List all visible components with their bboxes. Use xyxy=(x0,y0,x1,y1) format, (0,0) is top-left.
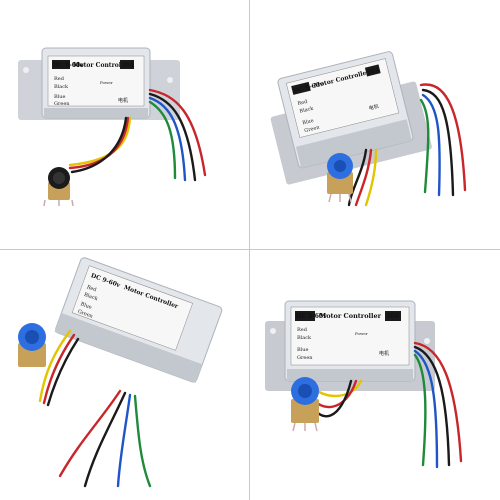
label-power: Power xyxy=(355,331,368,336)
wire-blue xyxy=(421,93,441,197)
wire-blue xyxy=(413,349,439,469)
label-current: 20A xyxy=(386,313,399,320)
grid-divider-horizontal xyxy=(0,249,500,250)
wire-bundle xyxy=(347,83,467,207)
controller-label: DC 9-60v Motor Controller Red Black Blue… xyxy=(71,265,193,351)
wire-green xyxy=(133,394,152,488)
controller-front-illustration: DC 9-60v Motor Controller 20A Red Black … xyxy=(18,47,207,207)
potentiometer-knob xyxy=(43,167,74,207)
label-red: Red xyxy=(54,76,65,82)
label-dc-range: DC 9-60v xyxy=(53,62,84,69)
potentiometer-knob xyxy=(291,377,319,432)
label-green: Green xyxy=(54,101,70,107)
label-black: Black xyxy=(299,105,315,114)
label-power: Power xyxy=(100,80,113,85)
label-motor: 电机 xyxy=(379,350,389,357)
controller-label: DC 9-60v Motor Controller 20A Red Black … xyxy=(47,55,145,107)
label-current: 20A xyxy=(121,62,134,69)
label-black: Black xyxy=(83,292,99,303)
wire-black xyxy=(413,345,451,467)
photo-front-blue-knob-view: DC 9-60v Motor Controller 20A Red Black … xyxy=(251,251,500,500)
potentiometer-knob xyxy=(18,323,46,367)
wire-red xyxy=(419,83,467,192)
wire-red xyxy=(58,389,122,478)
label-blue: Blue xyxy=(297,347,308,353)
photo-front-view: DC 9-60v Motor Controller 20A Red Black … xyxy=(0,0,249,249)
label-green: Green xyxy=(304,124,321,134)
wire-blue xyxy=(116,393,132,488)
label-red: Red xyxy=(297,99,309,107)
label-current: 20A xyxy=(366,66,381,76)
wire-green xyxy=(413,353,427,467)
wire-yellow xyxy=(364,148,378,207)
label-green: Green xyxy=(297,355,313,361)
wire-red xyxy=(148,88,207,177)
wire-green xyxy=(148,100,177,180)
controller-side-illustration: DC 9-60v Motor Controller Red Black Blue… xyxy=(18,257,223,488)
label-green: Green xyxy=(77,309,94,320)
label-red: Red xyxy=(86,284,98,293)
wire-blue xyxy=(148,96,187,182)
label-dc-range: DC 9-60v xyxy=(296,313,327,320)
label-black: Black xyxy=(297,335,312,341)
label-red: Red xyxy=(297,327,308,333)
label-blue: Blue xyxy=(80,301,93,311)
controller-angled-illustration: DC 9-60v Motor Controller 20A Red Black … xyxy=(270,51,467,207)
wire-green xyxy=(419,98,430,194)
label-blue: Blue xyxy=(54,94,65,100)
wire-black xyxy=(421,88,455,197)
label-motor: 电机 xyxy=(118,97,128,104)
label-motor: 电机 xyxy=(368,103,379,112)
controller-front-blue-illustration: DC 9-60v Motor Controller 20A Red Black … xyxy=(265,300,463,469)
potentiometer-knob xyxy=(327,153,353,203)
label-title: Motor Controller xyxy=(319,312,382,320)
wire-black xyxy=(83,391,127,488)
photo-side-view: DC 9-60v Motor Controller Red Black Blue… xyxy=(0,251,249,500)
label-blue: Blue xyxy=(302,118,315,127)
label-title: Motor Controller xyxy=(73,62,131,69)
wire-red xyxy=(413,341,463,463)
wire-yellow xyxy=(38,329,72,403)
controller-label: DC 9-60v Motor Controller 20A Red Black … xyxy=(286,58,400,138)
wire-bundle xyxy=(38,329,152,488)
photo-angled-view: DC 9-60v Motor Controller 20A Red Black … xyxy=(251,0,500,249)
label-black: Black xyxy=(54,84,69,90)
wire-bundle xyxy=(68,88,207,182)
wire-black xyxy=(148,92,197,182)
grid-divider-vertical xyxy=(249,0,250,500)
controller-label: DC 9-60v Motor Controller 20A Red Black … xyxy=(290,306,410,366)
